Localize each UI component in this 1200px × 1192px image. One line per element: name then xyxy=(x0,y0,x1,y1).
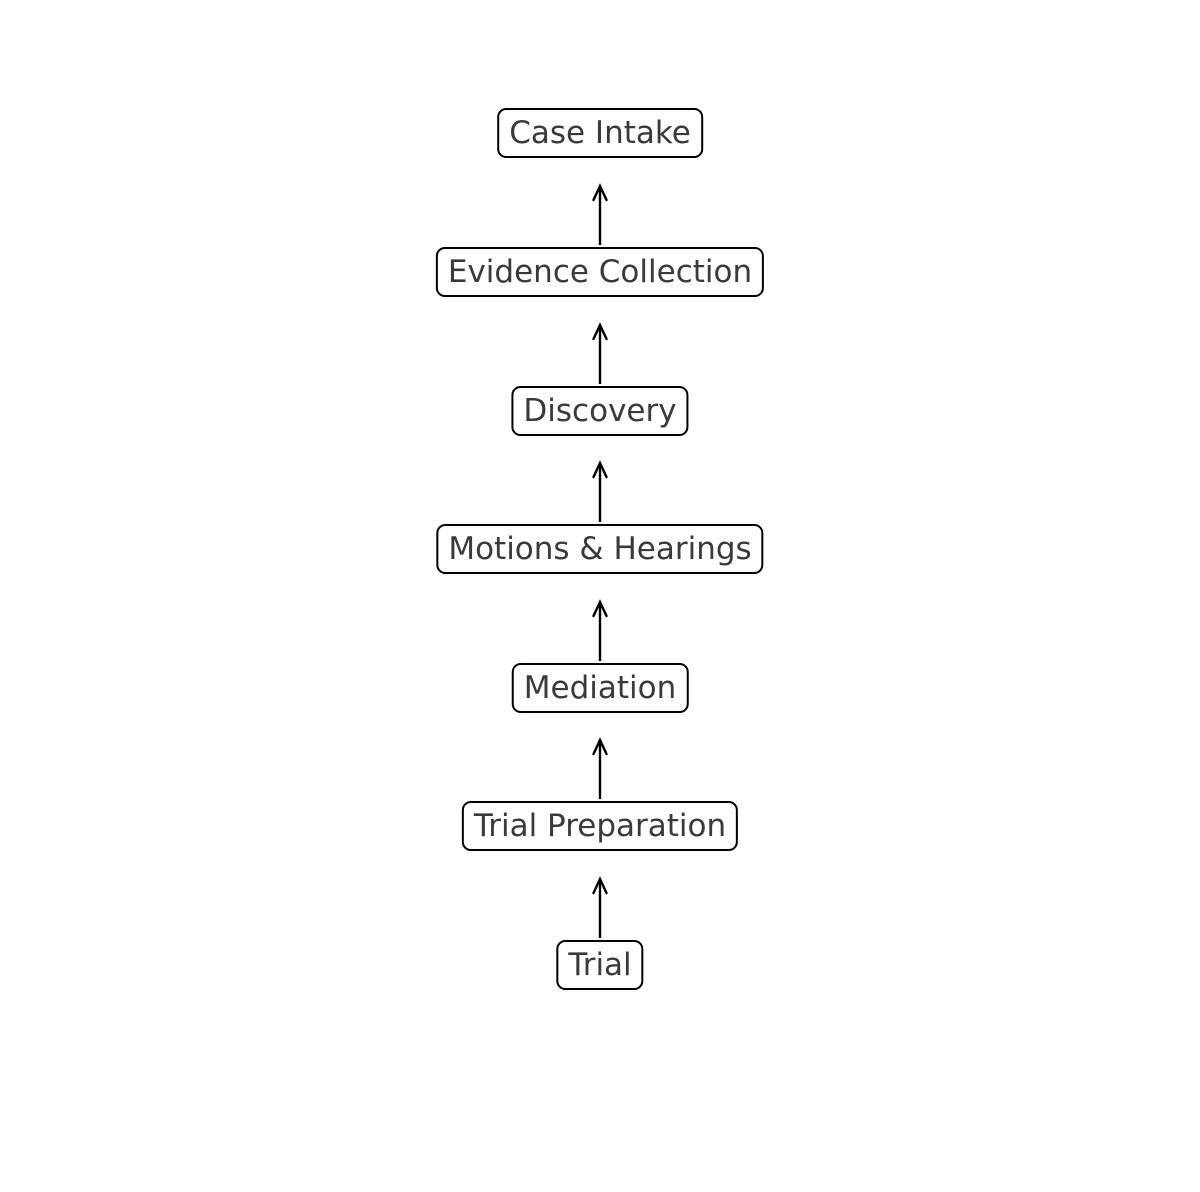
flow-arrow xyxy=(592,183,608,245)
flow-node-mediation: Mediation xyxy=(511,663,689,713)
flow-arrow xyxy=(592,876,608,938)
flow-node-case-intake: Case Intake xyxy=(497,108,703,158)
flow-arrow xyxy=(592,737,608,799)
flow-node-discovery: Discovery xyxy=(511,386,689,436)
flow-node-label: Evidence Collection xyxy=(447,253,753,290)
flow-node-label: Discovery xyxy=(523,392,677,429)
flow-node-label: Motions & Hearings xyxy=(448,530,752,567)
flow-node-label: Trial xyxy=(568,946,632,983)
flow-node-motions-hearings: Motions & Hearings xyxy=(436,524,764,574)
flow-node-label: Case Intake xyxy=(509,114,691,151)
flow-node-evidence-collection: Evidence Collection xyxy=(435,247,765,297)
flow-arrow xyxy=(592,599,608,661)
flow-node-label: Trial Preparation xyxy=(473,807,727,844)
flow-arrow xyxy=(592,460,608,522)
flow-node-trial: Trial xyxy=(556,940,644,990)
flow-node-trial-preparation: Trial Preparation xyxy=(461,801,739,851)
flow-arrow xyxy=(592,322,608,384)
flow-node-label: Mediation xyxy=(523,669,677,706)
